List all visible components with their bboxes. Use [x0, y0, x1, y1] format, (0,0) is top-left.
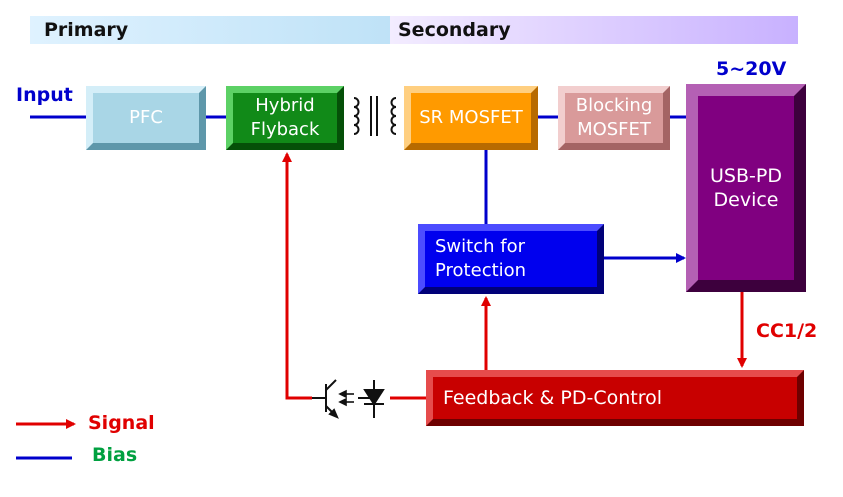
hybrid-flyback-block: Hybrid Flyback: [226, 86, 344, 150]
switch-label-line2: Protection: [435, 260, 527, 281]
usb-label-line1: USB-PD: [710, 165, 782, 187]
flyback-label-line1: Hybrid: [255, 95, 315, 116]
legend-bias-label: Bias: [92, 444, 138, 466]
secondary-header-label: Secondary: [398, 19, 511, 41]
feedback-pd-control-block: Feedback & PD-Control: [426, 370, 804, 426]
blocking-label-line2: MOSFET: [577, 119, 651, 140]
legend-signal-label: Signal: [88, 412, 155, 434]
input-label: Input: [16, 84, 73, 106]
secondary-header: Secondary: [390, 16, 798, 44]
led-diode-icon: [358, 380, 385, 418]
phototransistor-icon: [312, 379, 339, 419]
primary-header: Primary: [30, 16, 390, 44]
output-voltage-label: 5~20V: [716, 58, 787, 80]
switch-label-line1: Switch for: [435, 236, 525, 257]
sr-mosfet-label: SR MOSFET: [419, 107, 523, 128]
blocking-label-line1: Blocking: [575, 95, 653, 116]
blocking-mosfet-block: Blocking MOSFET: [558, 86, 670, 150]
feedback-label: Feedback & PD-Control: [443, 387, 663, 409]
cc-label: CC1/2: [756, 320, 818, 342]
flyback-label-line2: Flyback: [250, 119, 320, 140]
transformer-icon: [353, 96, 397, 136]
usb-label-line2: Device: [713, 189, 779, 211]
primary-header-label: Primary: [44, 19, 129, 41]
pfc-block: PFC: [86, 86, 206, 150]
pfc-label: PFC: [129, 107, 163, 128]
switch-protection-block: Switch for Protection: [418, 224, 604, 294]
sr-mosfet-block: SR MOSFET: [404, 86, 538, 150]
usb-pd-device-block: USB-PD Device: [686, 84, 806, 292]
optical-coupling-icon: [338, 389, 354, 407]
opto-flyback-arrow: [282, 152, 312, 400]
